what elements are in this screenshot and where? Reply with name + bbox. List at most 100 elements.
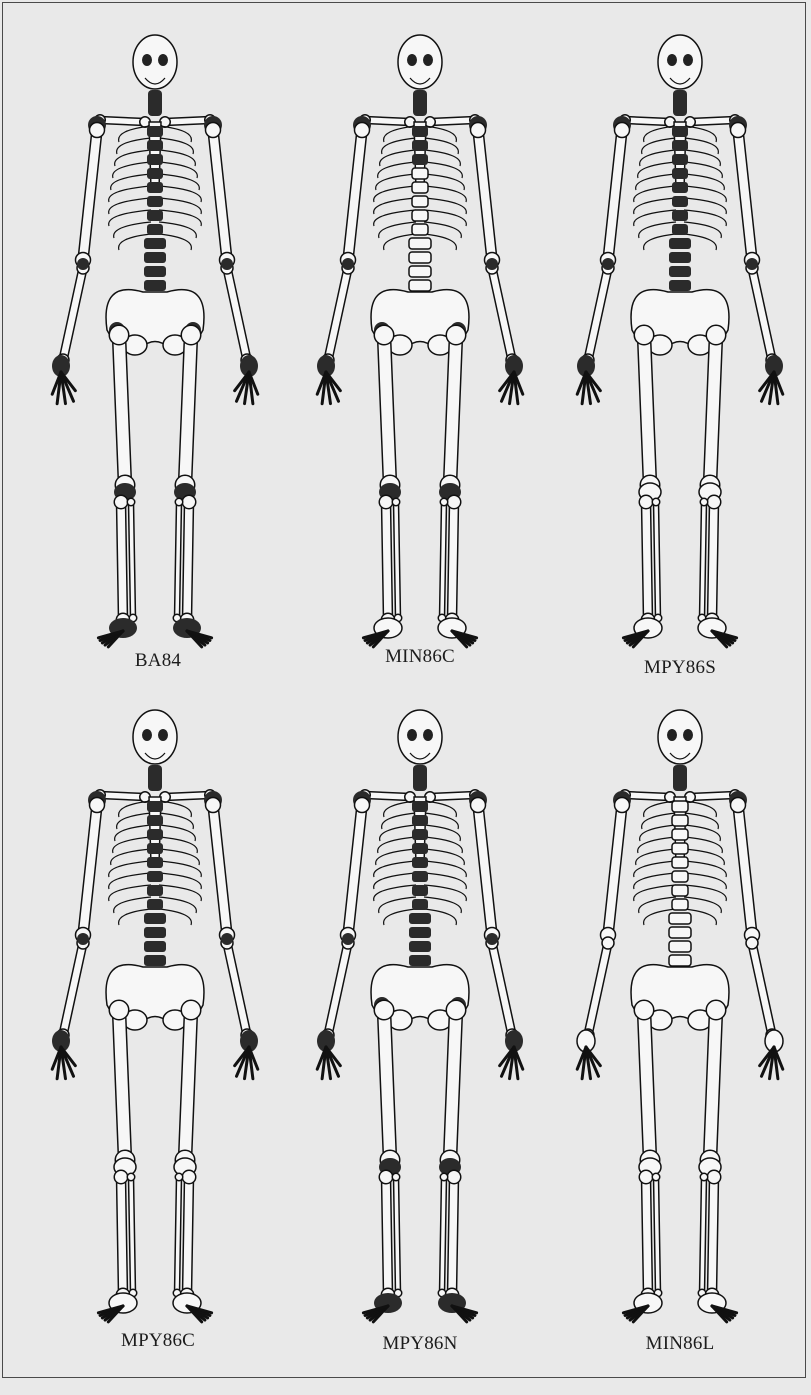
vertebra bbox=[412, 154, 428, 165]
vertebra bbox=[409, 252, 431, 263]
vertebra bbox=[412, 899, 428, 910]
tibia bbox=[708, 1173, 719, 1300]
tibia bbox=[382, 498, 393, 625]
skull bbox=[398, 710, 442, 764]
foot bbox=[623, 618, 662, 647]
hand bbox=[235, 355, 258, 404]
skull bbox=[133, 710, 177, 764]
vertebra bbox=[147, 210, 163, 221]
foot bbox=[438, 618, 477, 647]
vertebra bbox=[409, 280, 431, 291]
vertebra bbox=[669, 252, 691, 263]
skeleton-panel bbox=[545, 30, 811, 720]
fibula bbox=[654, 500, 661, 621]
elbow-joint bbox=[342, 933, 354, 945]
tibia bbox=[448, 498, 459, 625]
elbow-joint bbox=[77, 258, 89, 270]
tibia bbox=[182, 498, 193, 625]
forearm bbox=[488, 264, 516, 364]
vertebra bbox=[147, 885, 163, 896]
humerus bbox=[473, 125, 497, 265]
forearm bbox=[59, 264, 87, 364]
skull bbox=[658, 710, 702, 764]
humerus bbox=[343, 125, 367, 265]
humerus bbox=[208, 125, 232, 265]
cervical-spine bbox=[148, 765, 162, 791]
vertebra bbox=[412, 885, 428, 896]
vertebra bbox=[669, 280, 691, 291]
tibia bbox=[382, 1173, 393, 1300]
cervical-spine bbox=[413, 765, 427, 791]
skeleton-panel bbox=[20, 705, 290, 1395]
vertebra bbox=[412, 843, 428, 854]
forearm bbox=[59, 939, 87, 1039]
forearm bbox=[584, 939, 612, 1039]
vertebra bbox=[412, 126, 428, 137]
vertebra bbox=[669, 913, 691, 924]
vertebra bbox=[672, 801, 688, 812]
vertebra bbox=[412, 168, 428, 179]
skeleton-figure bbox=[20, 30, 290, 720]
tibia bbox=[642, 1173, 653, 1300]
elbow-joint bbox=[221, 258, 233, 270]
fibula bbox=[394, 1175, 401, 1296]
vertebra bbox=[412, 815, 428, 826]
vertebra bbox=[144, 955, 166, 966]
forearm bbox=[324, 939, 352, 1039]
cervical-spine bbox=[413, 90, 427, 116]
vertebra bbox=[147, 140, 163, 151]
vertebra bbox=[147, 871, 163, 882]
forearm bbox=[223, 939, 251, 1039]
hand bbox=[317, 1030, 340, 1079]
foot bbox=[173, 618, 212, 647]
elbow-joint bbox=[342, 258, 354, 270]
skull bbox=[658, 35, 702, 89]
humerus bbox=[208, 800, 232, 940]
vertebra bbox=[144, 927, 166, 938]
elbow-joint bbox=[221, 933, 233, 945]
foot bbox=[98, 1293, 137, 1322]
fibula bbox=[129, 500, 136, 621]
hand bbox=[760, 355, 783, 404]
cervical-spine bbox=[673, 90, 687, 116]
foot bbox=[98, 618, 137, 647]
humerus bbox=[78, 800, 102, 940]
vertebra bbox=[409, 955, 431, 966]
elbow-joint bbox=[486, 258, 498, 270]
hand bbox=[577, 355, 600, 404]
hand bbox=[500, 355, 523, 404]
vertebra bbox=[147, 168, 163, 179]
humerus bbox=[343, 800, 367, 940]
panel-label: MPY86N bbox=[382, 1333, 457, 1355]
fibula bbox=[129, 1175, 136, 1296]
fibula bbox=[175, 1175, 182, 1296]
humerus bbox=[78, 125, 102, 265]
vertebra bbox=[409, 266, 431, 277]
skeleton-figure bbox=[545, 705, 811, 1395]
vertebra bbox=[144, 238, 166, 249]
vertebra bbox=[147, 801, 163, 812]
vertebra bbox=[147, 224, 163, 235]
vertebra bbox=[144, 941, 166, 952]
tibia bbox=[642, 498, 653, 625]
fibula bbox=[700, 500, 707, 621]
vertebra bbox=[409, 238, 431, 249]
vertebra bbox=[669, 941, 691, 952]
panel-label: MIN86C bbox=[385, 646, 455, 668]
foot bbox=[363, 618, 402, 647]
vertebra bbox=[144, 266, 166, 277]
vertebra bbox=[412, 829, 428, 840]
vertebra bbox=[672, 899, 688, 910]
vertebra bbox=[672, 815, 688, 826]
vertebra bbox=[412, 196, 428, 207]
hand bbox=[760, 1030, 783, 1079]
vertebra bbox=[412, 801, 428, 812]
vertebra bbox=[669, 238, 691, 249]
fibula bbox=[440, 500, 447, 621]
skeleton-figure bbox=[545, 30, 811, 720]
skull bbox=[133, 35, 177, 89]
vertebra bbox=[669, 927, 691, 938]
vertebra bbox=[412, 182, 428, 193]
skeleton-panel bbox=[285, 705, 555, 1395]
tibia bbox=[182, 1173, 193, 1300]
